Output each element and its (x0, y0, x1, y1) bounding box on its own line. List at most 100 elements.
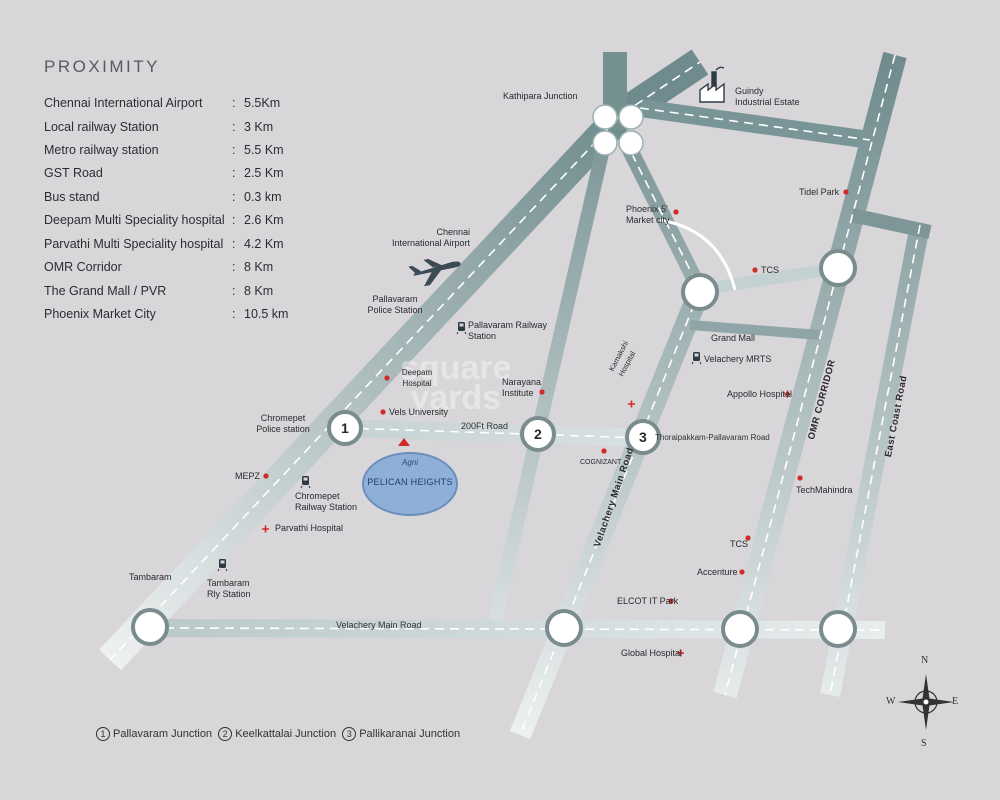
project-brand: Agni (401, 458, 418, 467)
junction-circle-1 (327, 410, 363, 446)
proximity-row: Metro railway station:5.5 Km (44, 143, 284, 157)
pallavaram-railway-label: Pallavaram Railway Station (468, 320, 548, 341)
proximity-row: Parvathi Multi Speciality hospital:4.2 K… (44, 237, 284, 251)
grandmall-road (689, 320, 821, 340)
tcs-top-marker (752, 267, 758, 273)
legend-number: 2 (218, 727, 233, 741)
junction-2-number: 2 (534, 426, 542, 442)
tcs-bottom-marker (745, 535, 751, 541)
phoenix-marker (673, 209, 679, 215)
compass-icon (898, 674, 954, 730)
narayana-label: Narayana Institute (502, 377, 542, 398)
project-name: PELICAN HEIGHTS (367, 477, 453, 487)
junction-1-number: 1 (341, 420, 349, 436)
junction-circle-tambaram (131, 608, 169, 646)
junction-circle-3 (625, 419, 661, 455)
junction-circle-omr (721, 610, 759, 648)
gst-road-label: 200Ft Road (461, 421, 509, 431)
tambaram-label: Tambaram (129, 572, 172, 582)
parvathi-hospital-label: Parvathi Hospital (275, 523, 344, 533)
velachery-train-icon (691, 352, 702, 365)
train-icons (217, 322, 702, 572)
kathipara-junction-label: Kathipara Junction (503, 91, 578, 101)
elcot-marker (668, 598, 674, 604)
guindy-label: Guindy Industrial Estate (735, 86, 800, 107)
legend-number: 3 (342, 727, 357, 741)
accenture-label: Accenture (697, 567, 738, 577)
narayana-marker (539, 389, 545, 395)
junction-circle-phoenix (681, 273, 719, 311)
legend-label: Pallikaranai Junction (359, 728, 461, 740)
tcs-road (699, 262, 839, 296)
mepz-marker (263, 473, 269, 479)
techmahindra-marker (797, 475, 803, 481)
apollo-label: Appollo Hospital (727, 389, 793, 399)
junction-circle-tcs (819, 249, 857, 287)
proximity-row: Chennai International Airport:5.5Km (44, 96, 281, 110)
airport-road (488, 138, 612, 622)
tcs-bottom-label: TCS (730, 539, 748, 549)
airplane-icon (408, 259, 461, 287)
landmark-markers (263, 189, 849, 604)
junction-circle-ecr (819, 610, 857, 648)
airport-label: Chennai International Airport (391, 227, 470, 248)
proximity-row: OMR Corridor:8 Km (44, 260, 274, 274)
deepam-label: Deepam Hospital (401, 368, 433, 388)
proximity-row: Phoenix Market City:10.5 km (44, 307, 289, 321)
global-cross-icon (677, 649, 684, 657)
proximity-row: The Grand Mall / PVR:8 Km (44, 284, 274, 298)
proximity-row: Deepam Multi Speciality hospital:2.6 Km (44, 213, 284, 227)
kamakshi-cross-icon (628, 400, 635, 408)
apollo-cross-icon (784, 390, 791, 398)
legend-label: Keelkattalai Junction (235, 728, 337, 740)
tcs-top-label: TCS (761, 265, 779, 275)
cognizant-label: COGNIZANT (580, 459, 622, 466)
phoenix-loop-road (659, 218, 737, 291)
proximity-row: GST Road:2.5 Km (44, 166, 284, 180)
techmahindra-label: TechMahindra (796, 485, 853, 495)
vels-marker (380, 409, 386, 415)
ecr-connector (850, 208, 932, 239)
global-hospital-label: Global Hospital (621, 648, 683, 658)
mepz-label: MEPZ (235, 471, 261, 481)
proximity-title: PROXIMITY (44, 57, 161, 76)
thoraipakkam-road-label: Thoraipakkam-Pallavaram Road (655, 433, 770, 442)
tidel-marker (843, 189, 849, 195)
grand-mall-label: Grand Mall (711, 333, 756, 343)
velachery-mrts-label: Velachery MRTS (704, 354, 772, 364)
junction-circle-2 (520, 416, 556, 452)
junction-circles (131, 249, 857, 648)
hospital-cross-icons (262, 390, 791, 657)
accenture-marker (739, 569, 745, 575)
watermark: square yards (400, 349, 512, 417)
chromepet-train-icon (300, 476, 311, 489)
parvathi-cross-icon (262, 525, 269, 533)
project-site-marker: Agni PELICAN HEIGHTS (362, 452, 458, 516)
compass-north: N (921, 655, 929, 666)
pallavaram-train-icon (456, 322, 467, 335)
compass-south: S (921, 738, 927, 749)
chromepet-railway-label: Chromepet Railway Station (295, 491, 358, 512)
vels-university-label: Vels University (389, 407, 449, 417)
junction-circle-velachery (545, 609, 583, 647)
deepam-marker (384, 375, 390, 381)
chromepet-police-label: Chromepet Police station (256, 413, 310, 434)
phoenix-label: Phoenix 5' Market city (626, 204, 670, 225)
factory-icon (699, 66, 725, 103)
proximity-row: Bus stand:0.3 km (44, 190, 282, 204)
junction-3-number: 3 (639, 429, 647, 445)
elcot-label: ELCOT IT Park (617, 596, 679, 606)
legend-number: 1 (96, 727, 110, 741)
compass-west: W (886, 696, 896, 707)
kathipara-cloverleaf (592, 104, 644, 156)
tambaram-rly-label: Tambaram Rly Station (207, 578, 251, 599)
pallavaram-police-label: Pallavaram Police Station (367, 294, 423, 315)
legend-label: Pallavaram Junction (113, 728, 213, 740)
project-pointer-icon (398, 438, 410, 446)
proximity-row: Local railway Station:3 Km (44, 120, 274, 134)
tambaram-train-icon (217, 559, 228, 572)
tidel-park-label: Tidel Park (799, 187, 840, 197)
